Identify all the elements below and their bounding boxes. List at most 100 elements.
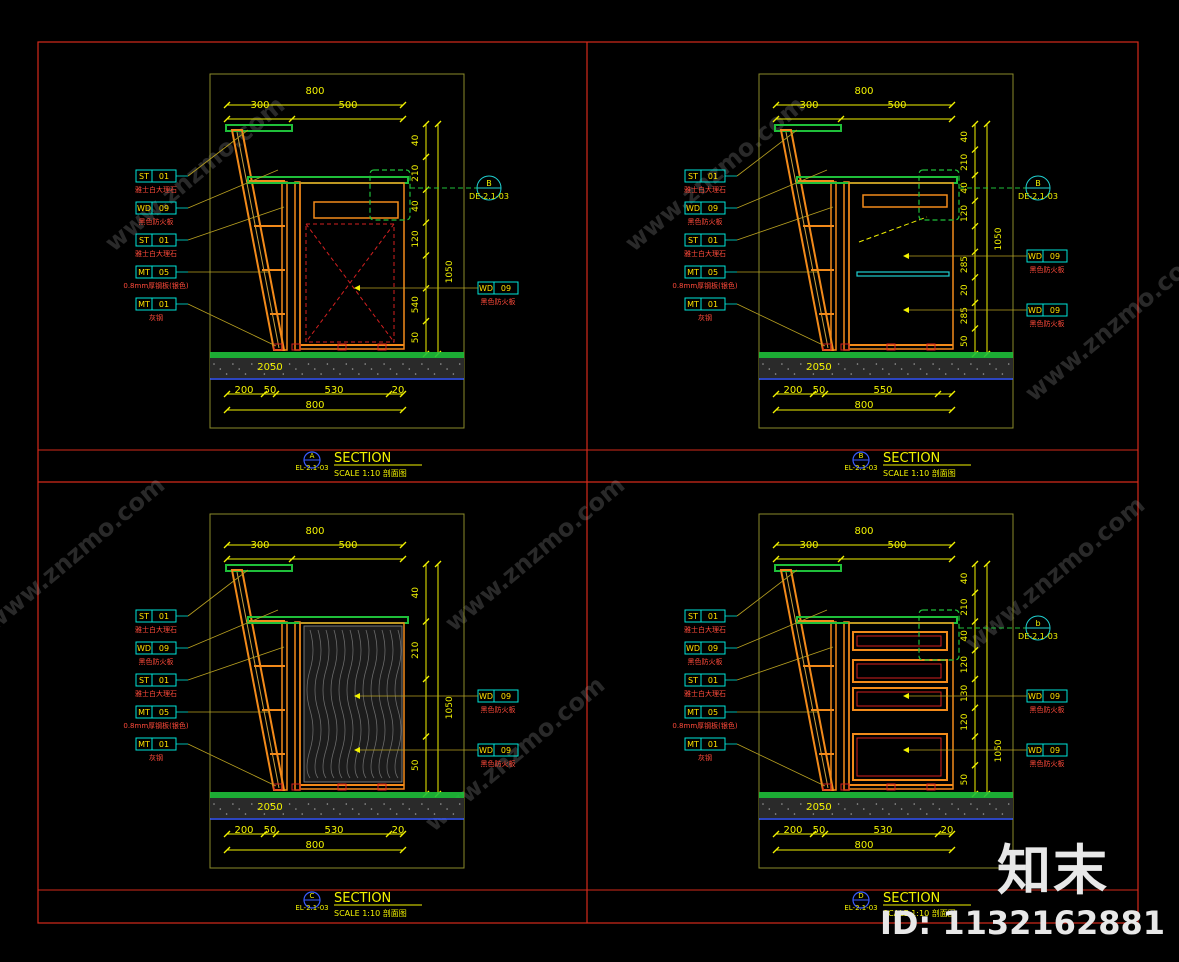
dimension-left: 300: [799, 100, 818, 111]
concrete-aggregate: [427, 368, 430, 370]
anchor-block: [840, 343, 850, 351]
dimension-total: 800: [305, 526, 324, 537]
dimension-tick: [809, 830, 817, 838]
section-sheet-ref: EL-2.1-03: [844, 464, 877, 472]
floor-concrete: [759, 358, 1013, 378]
dimension-vertical: 40: [411, 134, 421, 146]
concrete-aggregate: [787, 808, 789, 810]
detail-ref: DE-2.1-03: [1018, 192, 1058, 201]
concrete-aggregate: [818, 803, 821, 805]
section-scale: SCALE 1:10 剖面图: [334, 908, 407, 918]
concrete-aggregate: [377, 813, 379, 815]
dimension-tick: [434, 120, 442, 128]
tag-description: 黑色防火板: [481, 705, 516, 714]
tag-code: MT: [687, 708, 699, 717]
floor-dimension: 2050: [806, 362, 831, 373]
tag-description: 0.8mm厚钢板(银色): [123, 721, 189, 730]
concrete-aggregate: [389, 808, 392, 810]
concrete-aggregate: [926, 373, 928, 375]
tag-num: 01: [708, 740, 718, 749]
tag-num: 01: [708, 172, 718, 181]
tag-code: MT: [138, 740, 150, 749]
dimension-total: 800: [305, 86, 324, 97]
floor-finish: [759, 352, 1013, 358]
dimension-vertical: 120: [960, 205, 970, 222]
concrete-aggregate: [232, 803, 234, 805]
detail-ref: DE-2.1-03: [469, 192, 509, 201]
concrete-aggregate: [345, 803, 348, 805]
concrete-aggregate: [951, 363, 953, 365]
floor-dimension: 2050: [257, 362, 282, 373]
tag-num: 05: [159, 268, 169, 277]
concrete-aggregate: [863, 808, 865, 810]
dimension-left: 300: [250, 540, 269, 551]
tag-description: 黑色防火板: [1030, 319, 1065, 328]
concrete-aggregate: [818, 363, 821, 365]
leader-arrow: [903, 747, 909, 753]
dimension-vertical: 210: [960, 598, 970, 615]
tag-description: 黑色防火板: [139, 657, 174, 666]
concrete-aggregate: [989, 803, 991, 805]
section-title: SECTION: [883, 451, 940, 466]
dimension-part: 200: [783, 825, 802, 836]
dimension-vertical: 120: [411, 230, 421, 247]
concrete-aggregate: [314, 808, 316, 810]
woodgrain-line: [330, 629, 338, 779]
dimension-vertical: 210: [411, 641, 421, 658]
concrete-aggregate: [326, 803, 329, 805]
concrete-aggregate: [326, 363, 329, 365]
front-cladding-line: [785, 571, 829, 789]
dimension-vertical: 120: [960, 656, 970, 673]
counter-section: [774, 124, 958, 351]
section-title: SECTION: [334, 451, 391, 466]
dimension-tick: [821, 390, 829, 398]
concrete-aggregate: [332, 808, 335, 810]
dimension-tick: [288, 555, 296, 563]
dimension-right: 500: [887, 100, 906, 111]
dimension-tick: [971, 704, 979, 712]
dimension-vertical: 50: [960, 335, 970, 347]
dimension-tick: [399, 406, 407, 414]
tag-num: 09: [501, 692, 511, 701]
dimension-tick: [772, 830, 780, 838]
watermark-text: www.znzmo.com: [439, 471, 630, 637]
floor-concrete: [759, 798, 1013, 818]
concrete-aggregate: [433, 373, 436, 375]
tag-num-box: [1042, 689, 1068, 703]
dimension-vertical: 40: [960, 182, 970, 194]
drawing-border: [209, 513, 465, 869]
tag-code: MT: [138, 708, 150, 717]
concrete-aggregate: [894, 803, 897, 805]
tag-code: ST: [139, 236, 149, 245]
concrete-aggregate: [332, 368, 335, 370]
dimension-tick: [399, 390, 407, 398]
concrete-aggregate: [850, 373, 852, 375]
tag-code: ST: [688, 676, 698, 685]
tag-code: ST: [688, 236, 698, 245]
tag-num: 09: [708, 644, 718, 653]
dimension-tick: [948, 406, 956, 414]
concrete-aggregate: [408, 808, 411, 810]
tag-num: 01: [159, 676, 169, 685]
dimension-tick: [971, 273, 979, 281]
tag-num-box: [493, 281, 519, 295]
concrete-aggregate: [837, 363, 840, 365]
tag-leader: [736, 129, 798, 177]
dimension-tick: [948, 830, 956, 838]
tag-num: 09: [159, 204, 169, 213]
drawing-border: [209, 73, 465, 429]
dimension-vertical: 130: [960, 685, 970, 702]
concrete-aggregate: [301, 813, 304, 815]
dimension-total: 800: [854, 840, 873, 851]
